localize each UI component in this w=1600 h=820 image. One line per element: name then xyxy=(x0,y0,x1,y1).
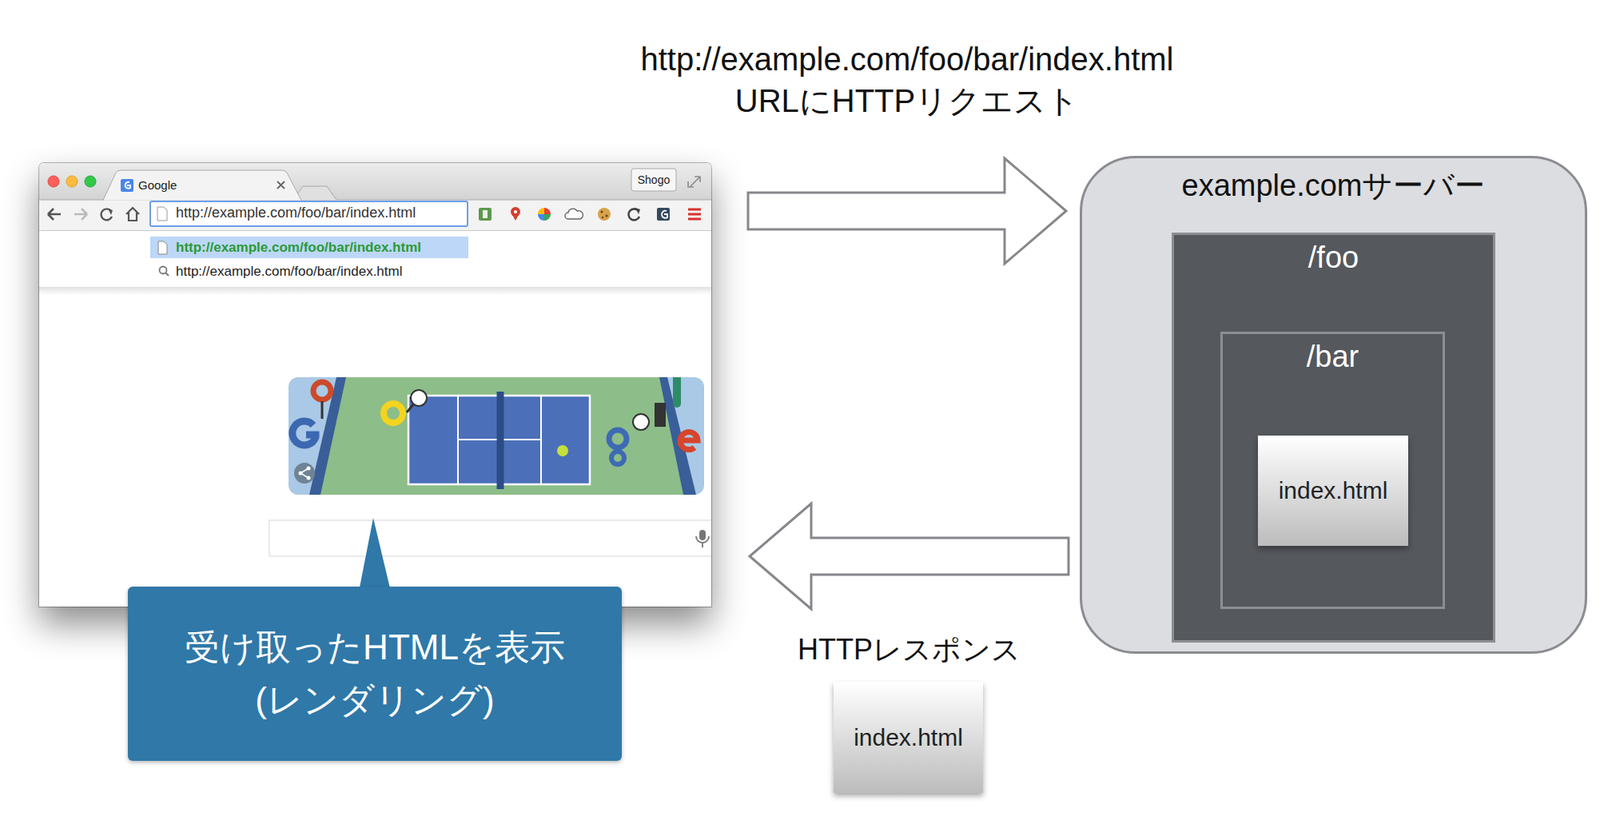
tab-close-icon xyxy=(277,181,285,189)
edge-label: http://example.com/foo/bar/index.html UR… xyxy=(587,38,1227,122)
page-icon xyxy=(157,206,168,221)
doodle-letter-shape xyxy=(383,403,403,423)
tennis-net xyxy=(497,391,505,490)
doodle-chair xyxy=(321,401,324,419)
folder-name: /foo xyxy=(1174,239,1493,277)
doodle-letter-shape xyxy=(292,421,316,446)
search-icon xyxy=(166,273,170,277)
extension-icon xyxy=(478,207,492,221)
refresh-extension-arrow xyxy=(635,207,641,215)
fullscreen-icon xyxy=(688,176,701,188)
mic-icon xyxy=(696,536,709,548)
server-box: example.comサーバー/foo/bar index.html xyxy=(1079,155,1588,654)
zoom-light xyxy=(84,175,96,188)
callout-pointer xyxy=(358,517,391,592)
callout-box: 受け取ったHTMLを表示 (レンダリング) xyxy=(127,586,622,761)
tennis-ball xyxy=(557,445,569,457)
html-file: index.html xyxy=(833,681,984,793)
menu-icon xyxy=(688,209,701,219)
reload-icon xyxy=(101,208,112,220)
html-file: index.html xyxy=(1257,435,1409,546)
extension-icon xyxy=(661,210,668,219)
block-arrow xyxy=(748,158,1067,264)
cookie-icon xyxy=(601,216,604,219)
folder-box: /foo/bar index.html xyxy=(1171,232,1496,643)
color-wheel xyxy=(537,207,545,215)
server-title: example.comサーバー xyxy=(1082,167,1585,205)
home-icon xyxy=(126,207,140,221)
suggestion-page-icon xyxy=(158,241,168,255)
share-icon xyxy=(306,466,311,471)
active-tab xyxy=(103,170,302,201)
file-name: index.html xyxy=(853,724,964,752)
file-name: index.html xyxy=(1278,477,1389,505)
doodle-letter-shape xyxy=(680,432,698,450)
cookie-icon xyxy=(605,214,609,218)
toolbar-border xyxy=(39,230,712,231)
extension-icon xyxy=(656,207,670,221)
mic-icon xyxy=(699,529,706,541)
back-icon xyxy=(47,208,61,220)
share-icon xyxy=(294,462,315,484)
doodle-letter-shape xyxy=(672,377,681,408)
color-wheel xyxy=(544,214,551,221)
extension-icon xyxy=(482,210,488,219)
extension-icon xyxy=(511,213,520,221)
suggestion-search: http://example.com/foo/bar/index.html xyxy=(175,263,402,280)
suggestion-url: http://example.com/foo/bar/index.html xyxy=(175,239,422,256)
share-icon xyxy=(298,471,303,476)
doodle-letter-shape xyxy=(608,429,627,448)
extension-icon xyxy=(513,210,518,214)
callout-pointer xyxy=(358,517,391,592)
color-wheel xyxy=(544,207,551,215)
suggestion-highlight xyxy=(150,236,469,259)
browser-window: Google Shogo http://example.com/foo/bar/in… xyxy=(39,163,712,607)
address-field xyxy=(150,201,468,227)
court-surround xyxy=(309,377,697,495)
folder-name: /bar xyxy=(1222,338,1443,376)
doodle-sky xyxy=(288,377,705,495)
racket xyxy=(632,413,649,430)
cookie-icon xyxy=(597,207,611,221)
dropdown-shadow xyxy=(39,286,712,295)
court-grass xyxy=(320,377,684,495)
color-wheel xyxy=(537,214,545,221)
cloud-icon xyxy=(565,208,583,219)
share-icon xyxy=(306,476,311,481)
toolbar xyxy=(39,199,712,231)
callout-text: 受け取ったHTMLを表示 (レンダリング) xyxy=(156,620,594,727)
profile-button-label: Shogo xyxy=(631,173,677,188)
reload-arrow xyxy=(107,208,113,215)
forward-icon xyxy=(74,208,88,220)
address-bar-url: http://example.com/foo/bar/index.html xyxy=(175,204,416,223)
doodle-letter-shape xyxy=(611,451,625,465)
minimize-light xyxy=(66,175,78,188)
google-doodle xyxy=(288,377,705,495)
block-arrow xyxy=(749,503,1069,609)
cookie-icon xyxy=(600,210,604,214)
doodle-letter-shape xyxy=(313,382,331,400)
search-box xyxy=(269,520,712,557)
close-light xyxy=(47,175,60,188)
folder-box: /bar index.html xyxy=(1220,331,1445,609)
edge-label: HTTPレスポンス xyxy=(797,631,1021,669)
profile-button xyxy=(631,168,677,192)
favicon xyxy=(120,179,134,192)
title-bar xyxy=(39,163,712,200)
racket xyxy=(410,390,427,406)
search-icon xyxy=(159,266,168,275)
racket xyxy=(406,404,414,413)
favicon-mark xyxy=(125,182,131,189)
doodle-chair xyxy=(654,402,666,427)
tab-title: Google xyxy=(138,178,177,193)
